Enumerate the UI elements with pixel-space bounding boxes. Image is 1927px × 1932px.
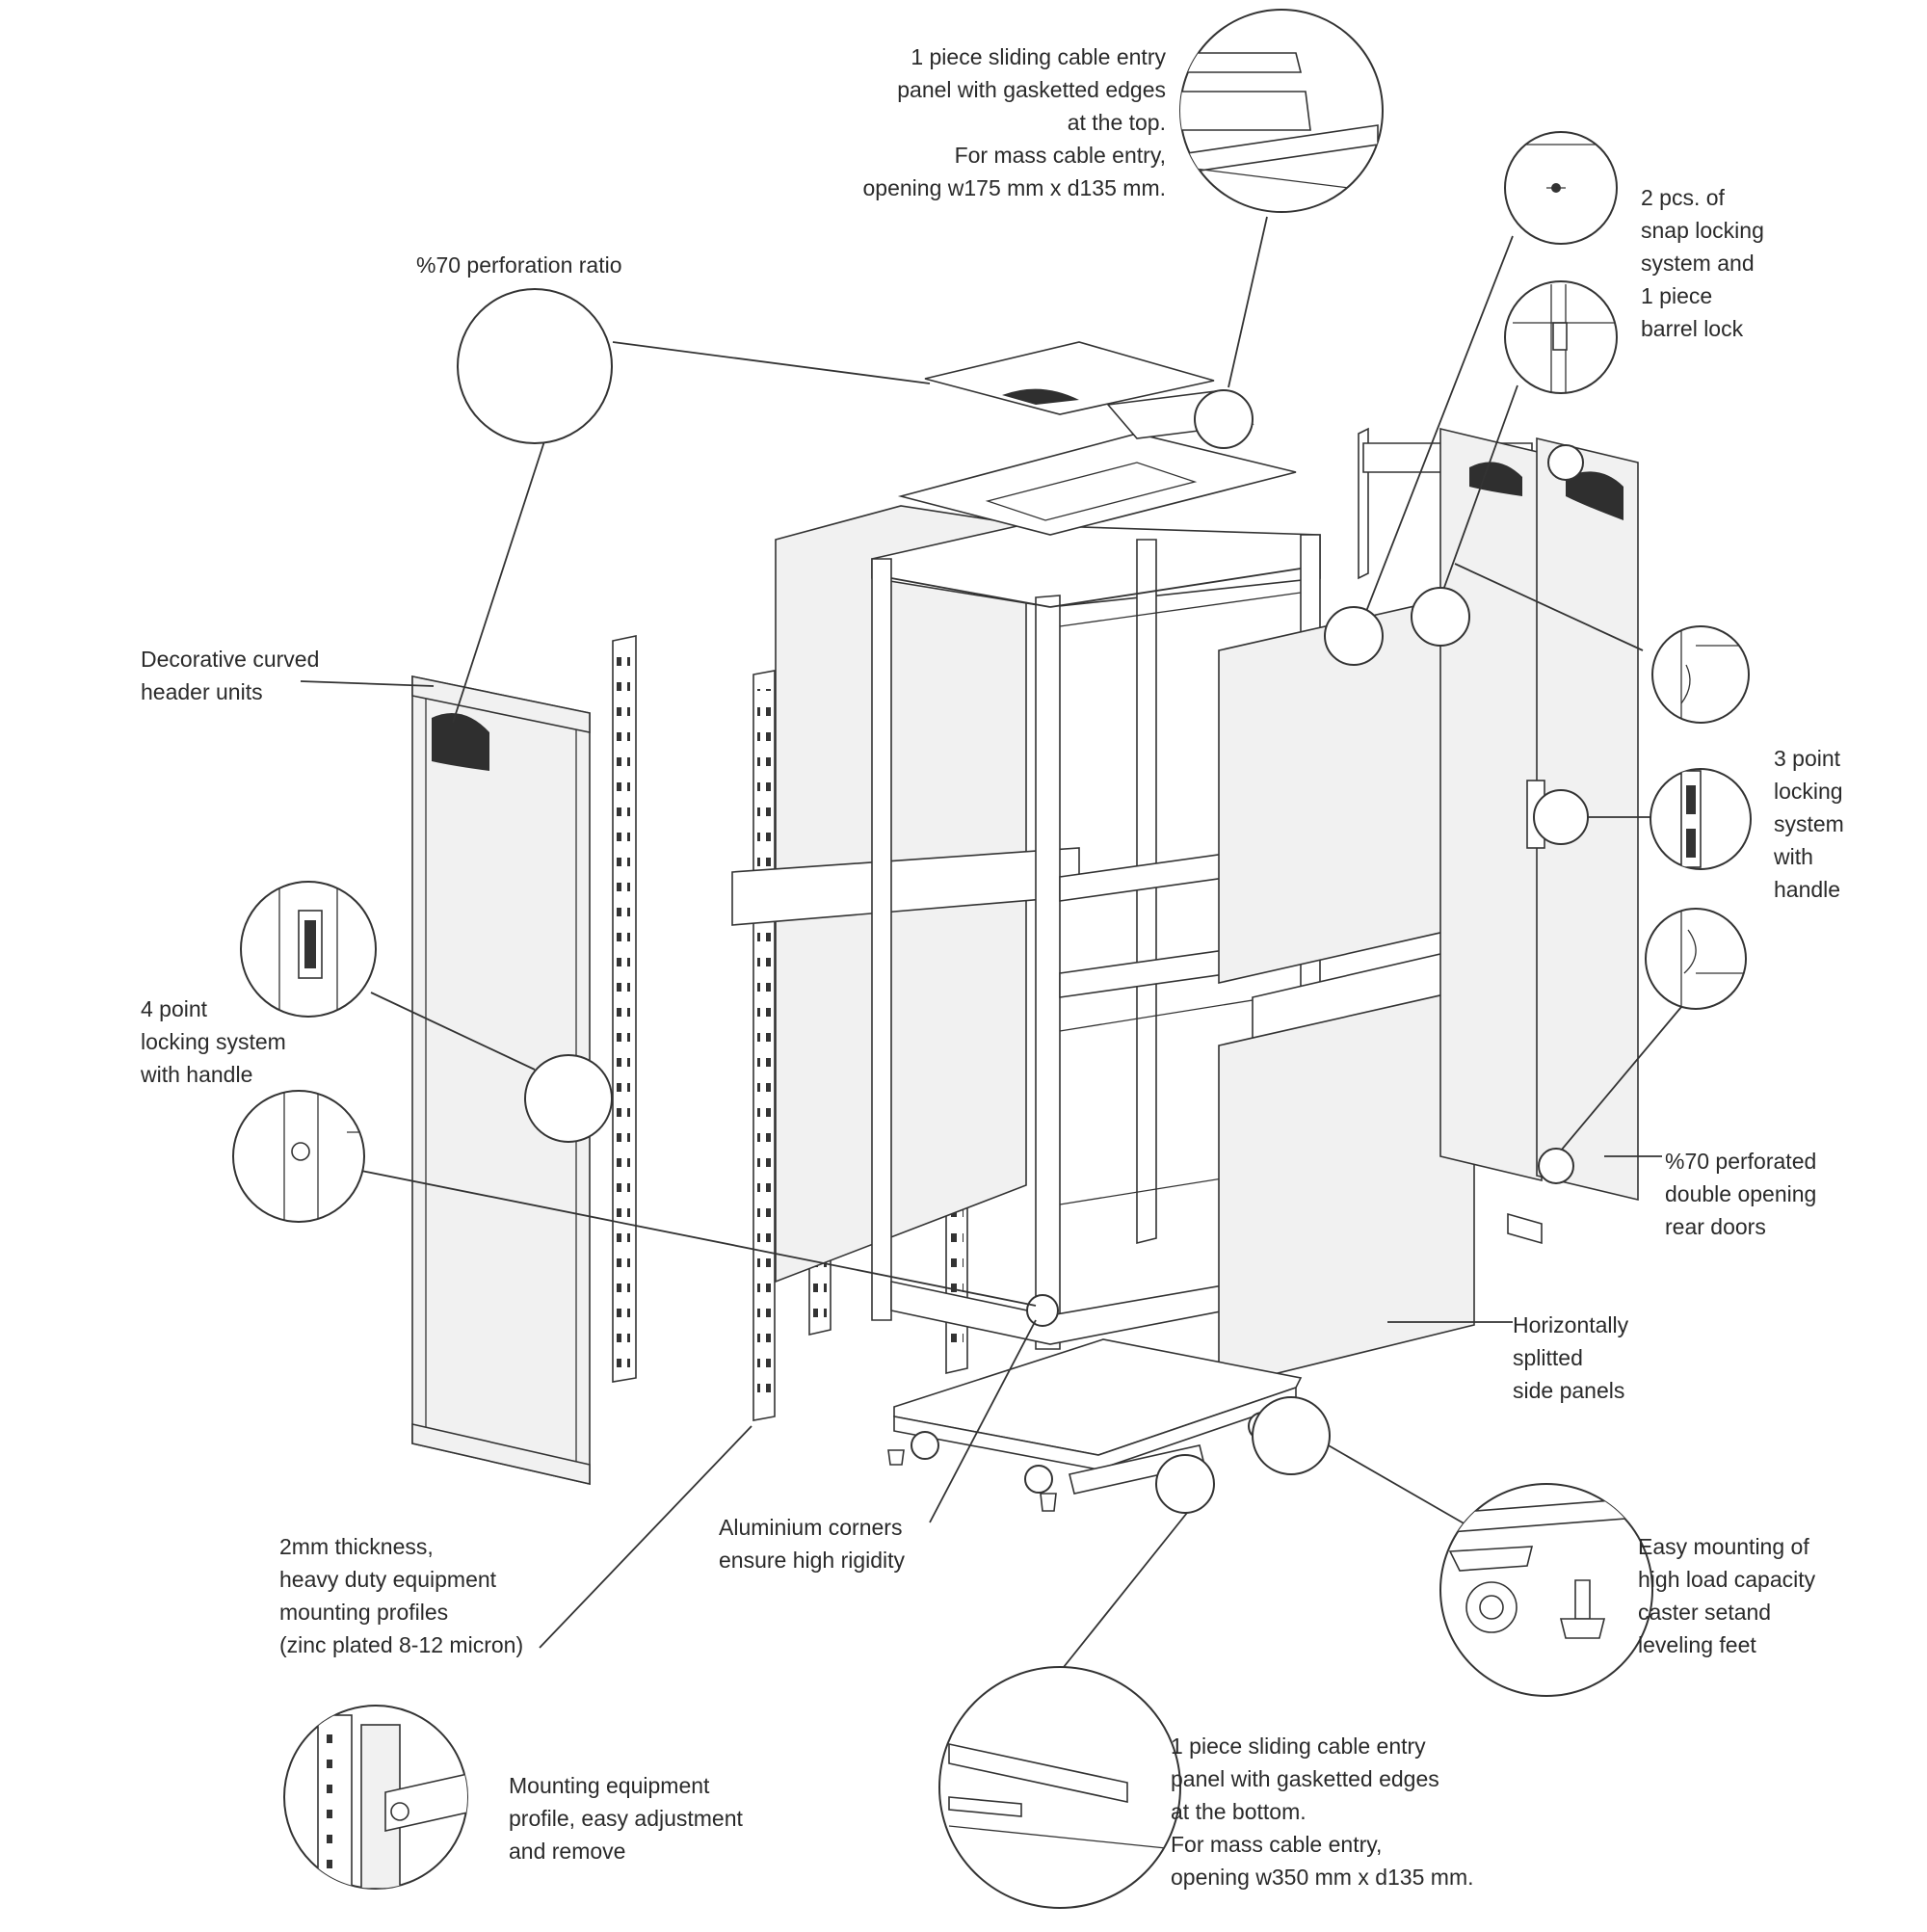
label-aluminium-corners: Aluminium corners ensure high rigidity [719, 1515, 906, 1573]
label-caster-set: Easy mounting of high load capacity cast… [1638, 1534, 1816, 1657]
label-perforation-ratio: %70 perforation ratio [416, 252, 622, 278]
top-frame-cover [897, 433, 1297, 536]
detail-marker-bottom [1155, 1454, 1215, 1514]
roof-panel [924, 341, 1215, 415]
detail-rear-hinge [1651, 625, 1750, 724]
label-bottom-cable-entry: 1 piece sliding cable entry panel with g… [1171, 1734, 1474, 1890]
detail-marker-top [1194, 389, 1254, 449]
label-mounting-profiles: 2mm thickness, heavy duty equipment moun… [279, 1534, 524, 1657]
label-decorative-header: Decorative curved header units [141, 647, 320, 704]
detail-marker-hinge-bottom [1538, 1148, 1574, 1184]
detail-marker-snap [1324, 606, 1384, 666]
label-perforated-rear-doors: %70 perforated double opening rear doors [1665, 1149, 1817, 1239]
detail-rear-hinge-bottom [1645, 908, 1747, 1010]
detail-mounting-profile [283, 1705, 468, 1890]
label-3-point-locking: 3 point locking system with handle [1774, 746, 1844, 902]
detail-top-cable-entry [1179, 9, 1384, 213]
decorative-header-perforation [432, 713, 489, 771]
detail-4-point-lock-bottom [232, 1090, 365, 1223]
side-panel-lower [1218, 986, 1475, 1389]
detail-bottom-cable-entry [938, 1666, 1181, 1909]
detail-4-point-lock [240, 881, 377, 1018]
detail-marker-hinge-top [1547, 444, 1584, 481]
detail-marker-caster [1252, 1396, 1331, 1475]
label-mounting-equipment-profile: Mounting equipment profile, easy adjustm… [509, 1773, 743, 1864]
detail-marker-3pt [1533, 789, 1589, 845]
detail-marker-barrel [1411, 587, 1470, 647]
front-door [411, 675, 591, 1486]
label-4-point-locking: 4 point locking system with handle [141, 996, 286, 1087]
detail-marker-handle [524, 1054, 613, 1143]
label-top-cable-entry: 1 piece sliding cable entry panel with g… [862, 44, 1167, 200]
detail-caster [1439, 1483, 1653, 1697]
detail-3-point-lock [1650, 768, 1752, 870]
detail-perforation [457, 288, 613, 444]
detail-snap-lock [1504, 131, 1618, 245]
label-split-side-panels: Horizontally splitted side panels [1513, 1312, 1629, 1403]
label-snap-locking: 2 pcs. of snap locking system and 1 piec… [1641, 185, 1764, 341]
leader-lines [300, 216, 1682, 1673]
detail-barrel-lock [1504, 280, 1618, 394]
